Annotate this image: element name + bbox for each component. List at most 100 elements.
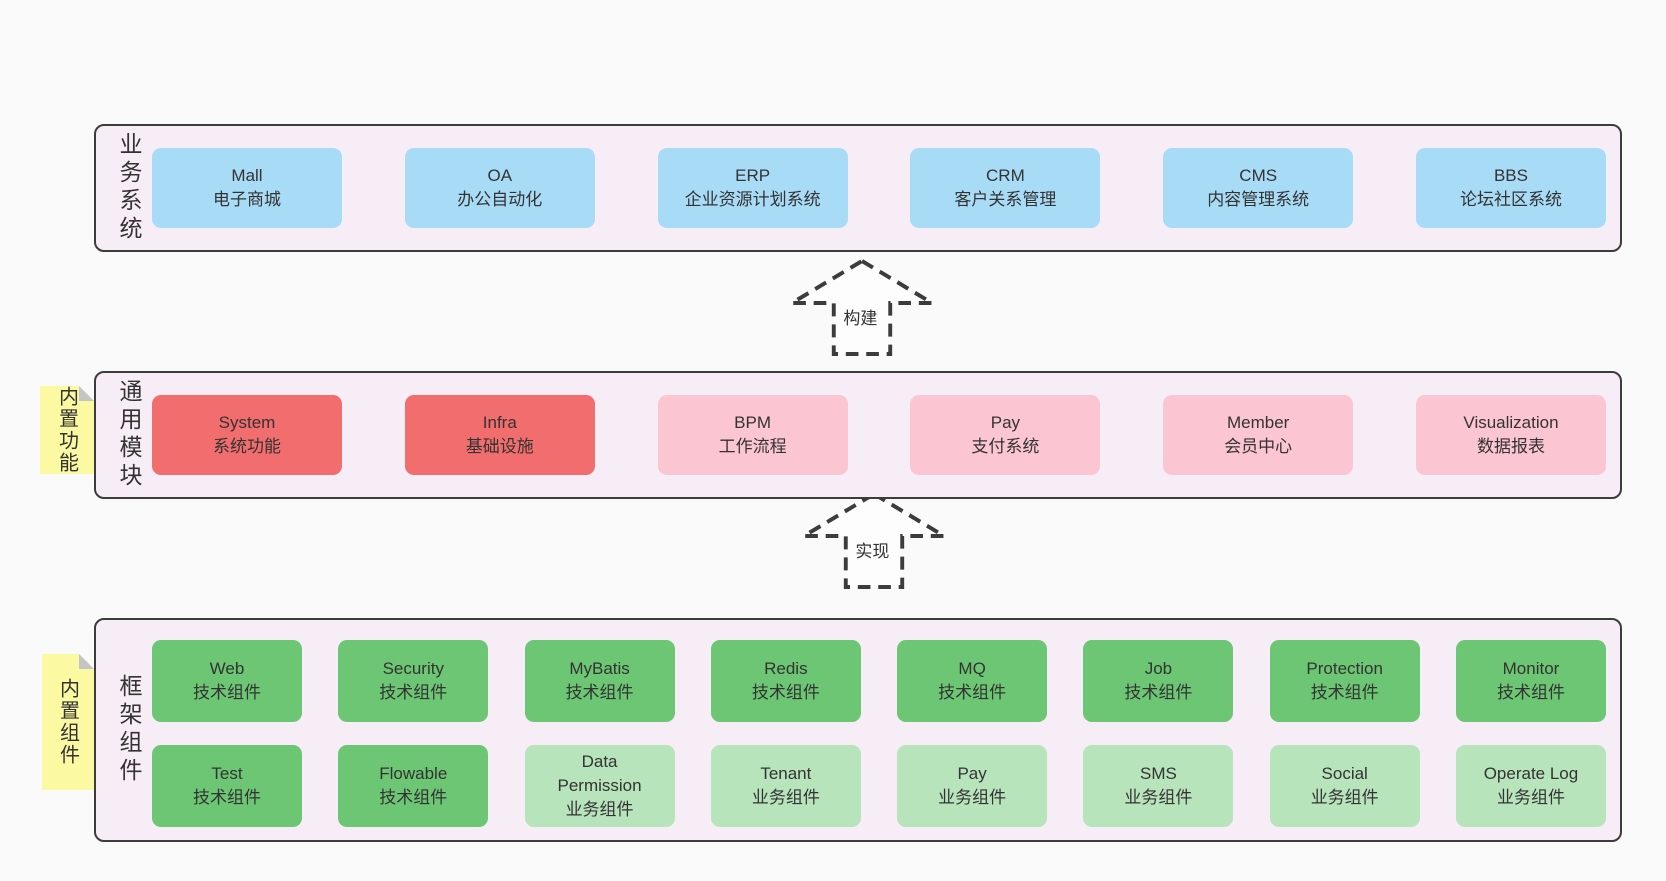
box-title: Visualization	[1463, 412, 1559, 432]
box-subtitle: 技术组件	[193, 683, 261, 702]
box-title: Job	[1144, 658, 1173, 678]
box-title: Test	[211, 763, 243, 783]
box-title: Web	[209, 658, 245, 678]
box-subtitle: 论坛社区系统	[1459, 190, 1562, 209]
box-subtitle: 业务组件	[938, 788, 1007, 807]
box-title: Tenant	[760, 763, 812, 783]
module-box-sms: SMS 业务组件	[1083, 745, 1234, 827]
module-box-web: Web 技术组件	[152, 640, 302, 722]
box-title: Social	[1321, 763, 1368, 783]
box-title: BPM	[734, 412, 772, 432]
box-subtitle: 企业资源计划系统	[684, 190, 821, 209]
box-subtitle: 技术组件	[1496, 683, 1565, 702]
module-box-test: Test 技术组件	[152, 745, 302, 827]
box-subtitle: 技术组件	[1310, 683, 1379, 702]
box-subtitle: 业务组件	[565, 800, 634, 820]
module-box-tenant: Tenant 业务组件	[710, 745, 861, 827]
module-box-visualization: Visualization 数据报表	[1415, 395, 1606, 475]
box-subtitle: 办公自动化	[457, 190, 543, 209]
box-subtitle: 技术组件	[751, 683, 820, 702]
sticky-note-label: 内置组件	[56, 678, 79, 766]
module-box-data-permission: Data Permission 业务组件	[524, 745, 675, 827]
box-title: Infra	[482, 412, 517, 432]
box-title: Redis	[764, 658, 808, 678]
box-subtitle: 技术组件	[379, 683, 448, 702]
box-subtitle: 电子商城	[213, 190, 281, 209]
box-subtitle: 数据报表	[1476, 437, 1545, 456]
box-title: OA	[487, 165, 513, 185]
module-box-cms: CMS 内容管理系统	[1163, 148, 1354, 228]
module-box-member: Member 会员中心	[1163, 395, 1354, 475]
business-systems-box-row: Mall 电子商城 OA 办公自动化 ERP 企业资源计划系统 CRM 客户关系管理 CMS 内容…	[152, 126, 1606, 250]
arrow-up-build-icon: 构建	[784, 257, 940, 357]
box-title: Pay	[990, 412, 1021, 432]
box-subtitle: 技术组件	[565, 683, 634, 702]
layer-label-common-modules: 通用模块	[116, 379, 142, 491]
box-subtitle: 基础设施	[465, 437, 534, 456]
box-title: Pay	[957, 763, 987, 783]
box-subtitle: 支付系统	[971, 437, 1040, 456]
sticky-note-builtin-components: 内置组件	[42, 654, 94, 790]
box-subtitle: 业务组件	[1124, 788, 1193, 807]
module-box-social: Social 业务组件	[1269, 745, 1420, 827]
box-title: Mall	[231, 165, 263, 185]
module-box-flowable: Flowable 技术组件	[338, 745, 489, 827]
module-box-monitor: Monitor 技术组件	[1455, 640, 1606, 722]
box-subtitle: 客户关系管理	[954, 190, 1057, 209]
module-box-mybatis: MyBatis 技术组件	[524, 640, 675, 722]
arrow-up-implement-icon: 实现	[796, 490, 952, 590]
box-title: MyBatis	[569, 658, 630, 678]
box-title: CRM	[986, 165, 1025, 185]
module-box-erp: ERP 企业资源计划系统	[657, 148, 848, 228]
folded-corner-icon	[79, 654, 94, 669]
module-box-bbs: BBS 论坛社区系统	[1415, 148, 1606, 228]
box-subtitle: 技术组件	[379, 788, 448, 807]
sticky-note-label: 内置功能	[55, 386, 78, 474]
box-title: BBS	[1493, 165, 1528, 185]
folded-corner-icon	[79, 386, 94, 401]
box-title: Data Permission	[557, 751, 642, 795]
layer-label-framework-components: 框架组件	[116, 674, 142, 786]
box-title: MQ	[958, 658, 986, 678]
box-subtitle: 内容管理系统	[1207, 190, 1310, 209]
layer-business-systems: 业务系统 Mall 电子商城 OA 办公自动化 ERP 企业资源计划系统 CRM 客户关系管理…	[94, 124, 1622, 252]
module-box-crm: CRM 客户关系管理	[910, 148, 1101, 228]
box-subtitle: 业务组件	[1496, 788, 1565, 807]
module-box-pay: Pay 业务组件	[897, 745, 1048, 827]
box-subtitle: 技术组件	[938, 683, 1007, 702]
module-box-redis: Redis 技术组件	[710, 640, 861, 722]
arrow-label-implement: 实现	[852, 536, 893, 563]
box-subtitle: 会员中心	[1224, 437, 1293, 456]
box-title: ERP	[735, 165, 771, 185]
module-box-mq: MQ 技术组件	[897, 640, 1048, 722]
box-title: Protection	[1306, 658, 1383, 678]
box-title: SMS	[1139, 763, 1177, 783]
box-title: Monitor	[1502, 658, 1560, 678]
module-box-oa: OA 办公自动化	[404, 148, 595, 228]
box-title: System	[218, 412, 276, 432]
layer-label-business-systems: 业务系统	[116, 132, 142, 244]
module-box-job: Job 技术组件	[1083, 640, 1234, 722]
arrow-label-build: 构建	[840, 303, 881, 330]
box-title: CMS	[1239, 165, 1278, 185]
box-title: Member	[1227, 412, 1290, 432]
sticky-note-builtin-features: 内置功能	[40, 386, 94, 474]
box-subtitle: 技术组件	[1124, 683, 1193, 702]
box-subtitle: 业务组件	[1310, 788, 1379, 807]
module-box-pay: Pay 支付系统	[910, 395, 1101, 475]
module-box-protection: Protection 技术组件	[1269, 640, 1420, 722]
box-subtitle: 业务组件	[751, 788, 820, 807]
box-subtitle: 技术组件	[193, 788, 261, 807]
box-title: Flowable	[379, 763, 448, 783]
module-box-security: Security 技术组件	[338, 640, 489, 722]
box-title: Security	[382, 658, 444, 678]
